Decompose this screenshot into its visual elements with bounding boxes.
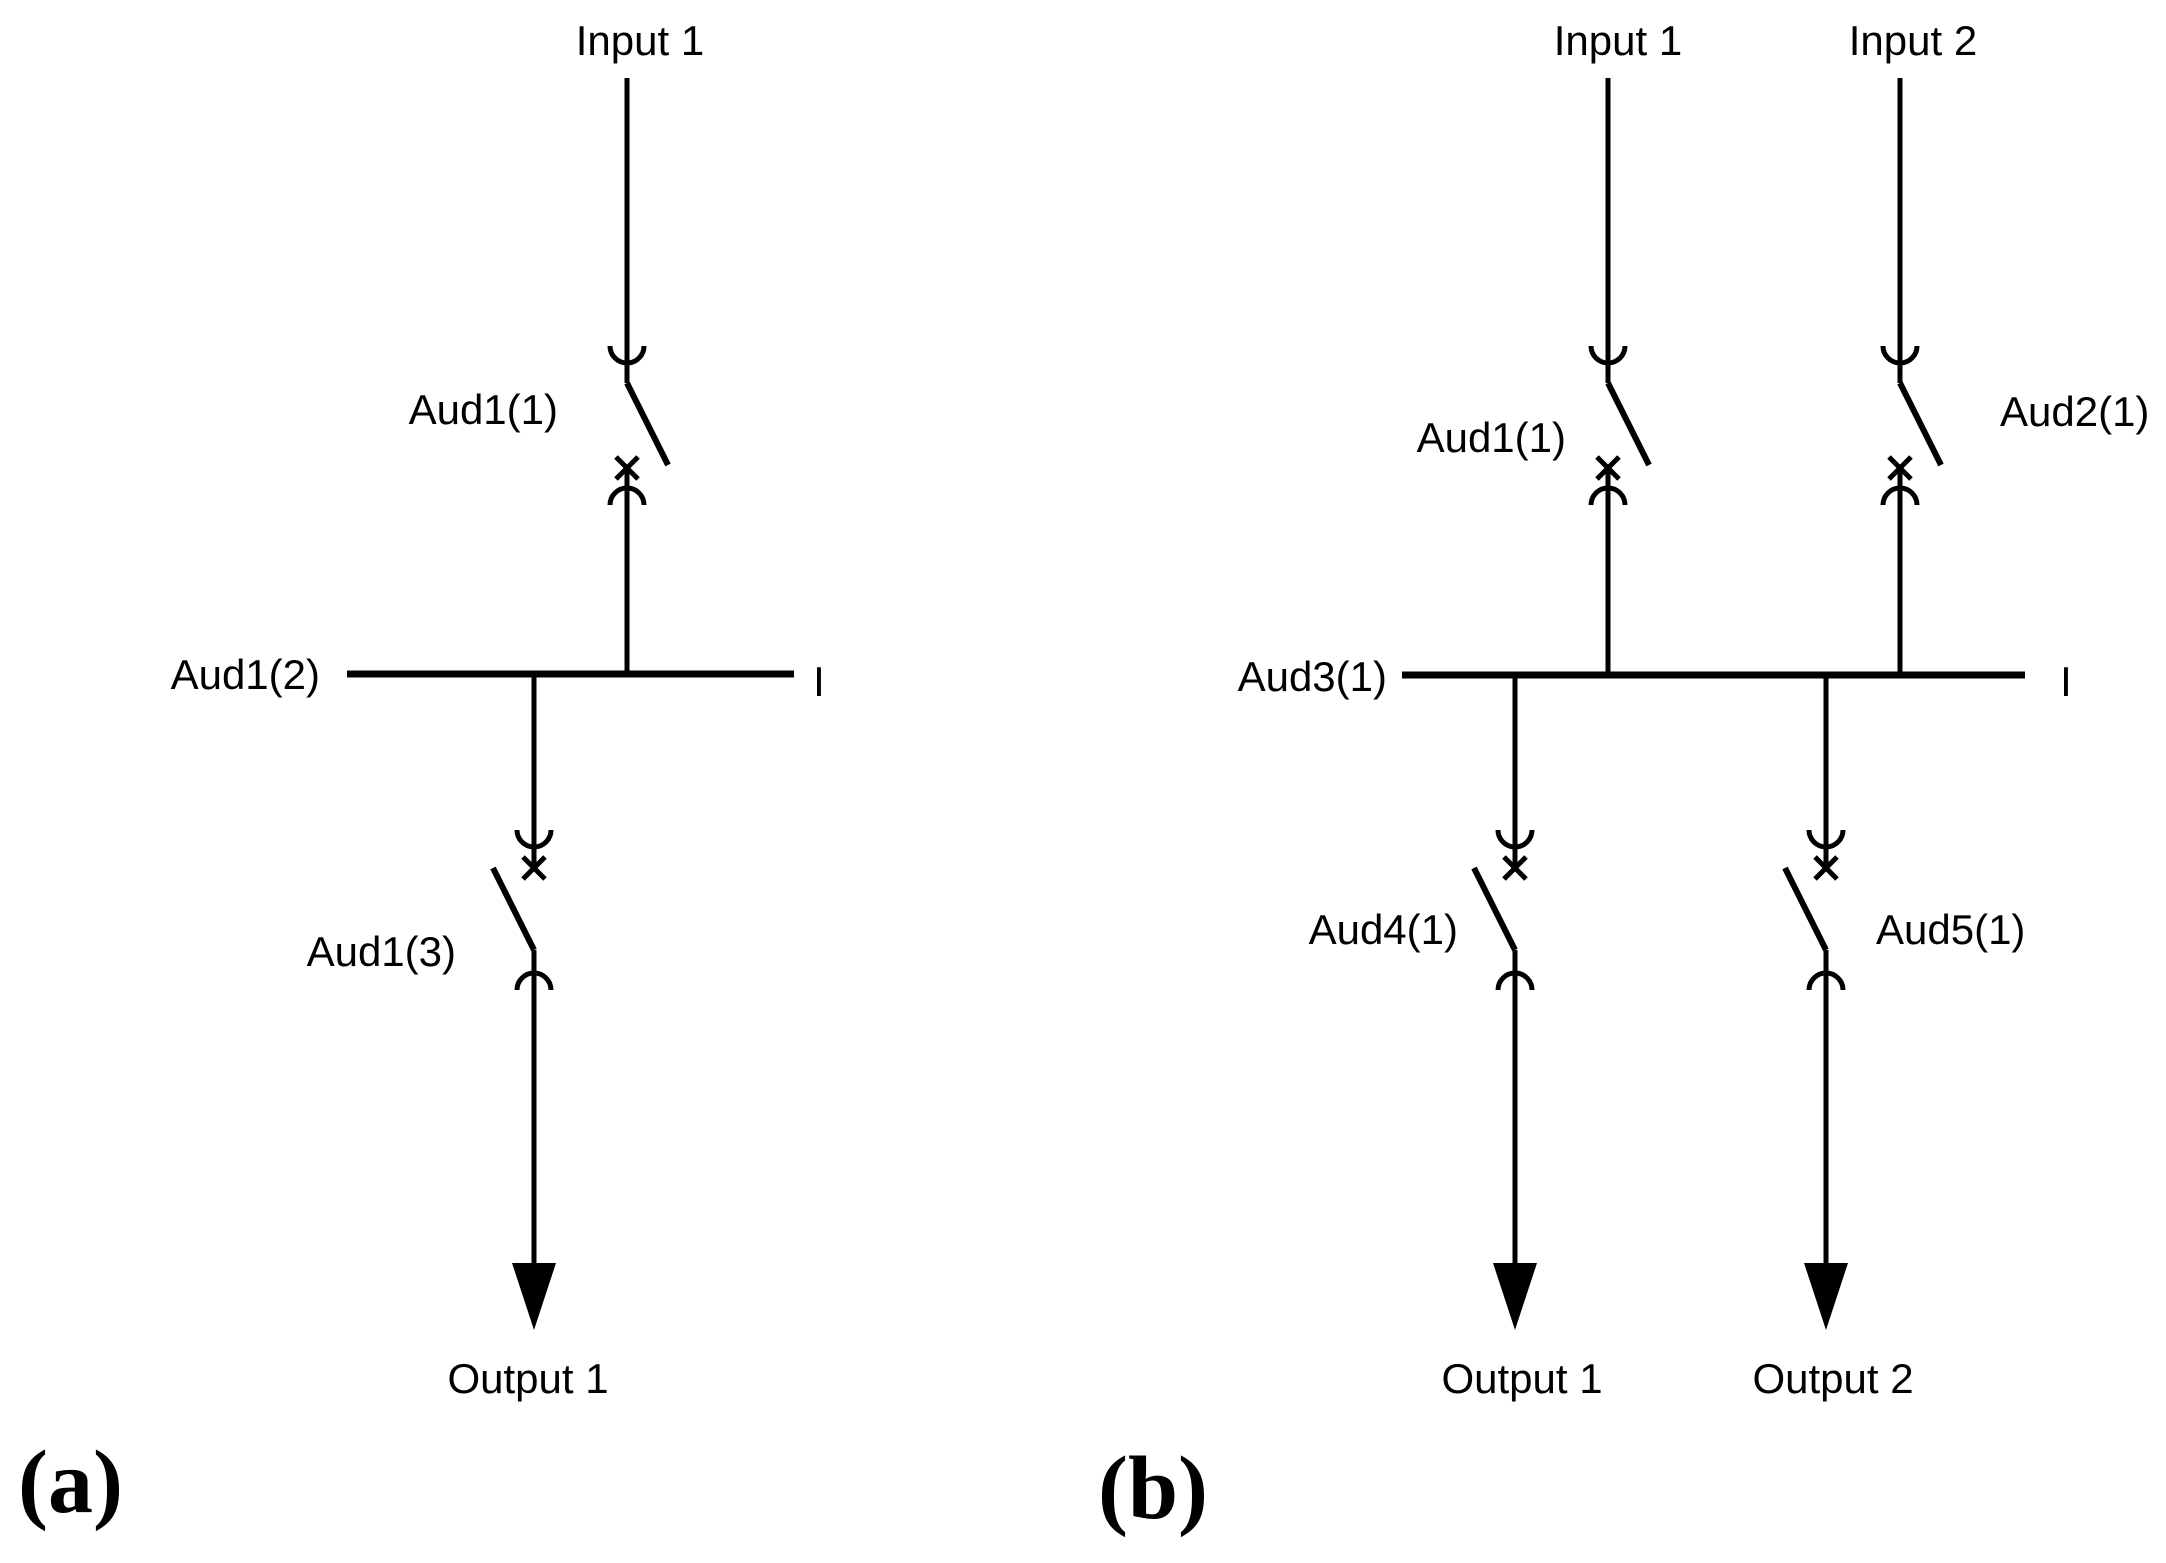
input-switch-label: Aud1(1) (1417, 414, 1566, 461)
output-switch-aud5-1 (1782, 675, 1846, 1263)
input-label: Input 1 (576, 17, 704, 64)
switch-blade (1605, 381, 1652, 467)
switch-blade (1782, 866, 1829, 952)
output-switch-aud4-1 (1471, 675, 1535, 1263)
panel-caption: (a) (18, 1433, 123, 1532)
input-label: Input 1 (1554, 17, 1682, 64)
output-label: Output 1 (1441, 1355, 1602, 1402)
panel-a: Input 1 Aud1(1) Aud1(2) I (18, 17, 825, 1532)
input-switch-aud1-1 (607, 78, 671, 674)
input-label: Input 2 (1849, 17, 1977, 64)
panel-b: Input 1 Input 2 Aud1(1) (1098, 17, 2149, 1538)
contact-arc-top (1495, 829, 1535, 850)
x-contact-icon (1502, 855, 1528, 881)
switch-blade (624, 381, 671, 467)
busbar-label: Aud1(2) (171, 651, 320, 698)
contact-arc-top (1880, 345, 1920, 366)
contact-arc-top (607, 345, 647, 366)
busbar-right-label: I (813, 658, 825, 705)
input-switch-aud1-1 (1588, 78, 1652, 675)
output-switch-aud1-3 (490, 674, 554, 1263)
output-arrow-icon (512, 1263, 556, 1330)
input-switch-label: Aud1(1) (409, 386, 558, 433)
output-arrow-icon (1804, 1263, 1848, 1330)
switch-blade (490, 866, 537, 952)
x-contact-icon (1813, 855, 1839, 881)
output-switch-label: Aud5(1) (1876, 906, 2025, 953)
x-contact-icon (521, 855, 547, 881)
contact-arc-top (1806, 829, 1846, 850)
switch-blade (1471, 866, 1518, 952)
contact-arc-top (1588, 345, 1628, 366)
output-switch-label: Aud1(3) (307, 928, 456, 975)
output-switch-label: Aud4(1) (1309, 906, 1458, 953)
output-label: Output 2 (1752, 1355, 1913, 1402)
contact-arc-top (514, 829, 554, 850)
busbar-label: Aud3(1) (1238, 653, 1387, 700)
output-arrow-icon (1493, 1263, 1537, 1330)
busbar-right-label: I (2060, 658, 2072, 705)
input-switch-aud2-1 (1880, 78, 1944, 675)
switch-blade (1897, 381, 1944, 467)
panel-caption: (b) (1098, 1439, 1208, 1538)
output-label: Output 1 (447, 1355, 608, 1402)
input-switch-label: Aud2(1) (2000, 388, 2149, 435)
